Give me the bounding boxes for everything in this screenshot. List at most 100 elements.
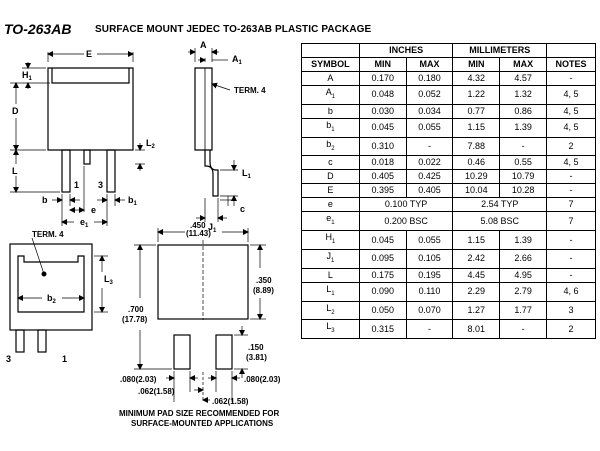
header-notes: NOTES [546, 57, 596, 72]
symbol-letter: D [327, 171, 334, 182]
label-term4-side: TERM. 4 [234, 86, 266, 95]
symbol-letter: A [327, 73, 334, 83]
cell-in-min: 0.175 [358, 267, 407, 283]
cell-symbol: J1 [301, 248, 360, 269]
pad-lead-left [173, 334, 191, 370]
header-mm-max: MAX [499, 57, 548, 72]
label-b2: b2 [47, 293, 57, 305]
symbol-letter: e [326, 213, 332, 224]
top-view-lead-3 [106, 149, 116, 193]
symbol-subscript: 2 [331, 309, 335, 316]
cell-in-max: 0.405 [405, 183, 454, 199]
cell-mm-min: 1.15 [452, 117, 501, 138]
cell-in-max: 0.110 [405, 281, 454, 302]
symbol-letter: A [325, 87, 332, 97]
back-view-lead-left [15, 329, 25, 353]
symbol-subscript: 1 [330, 257, 335, 264]
symbol-subscript: 1 [331, 93, 336, 100]
label-lead-3: 3 [98, 180, 103, 190]
cell-in-min: 0.395 [358, 183, 407, 199]
label-J1: J1 [208, 222, 217, 234]
cell-mm-max: 1.32 [499, 85, 548, 105]
cell-notes: - [546, 248, 596, 269]
cell-symbol: e [301, 197, 360, 213]
label-c: c [240, 204, 245, 214]
cell-mm-min: 1.22 [452, 85, 501, 105]
cell-mm-max: 1.39 [499, 117, 548, 138]
cell-in-max: 0.022 [405, 155, 454, 171]
top-view-lead-1 [61, 149, 71, 193]
cell-in-max: 0.055 [405, 117, 454, 138]
cell-mm-max: - [499, 136, 548, 157]
symbol-subscript: 2 [331, 145, 335, 152]
cell-millimeters: 5.08 BSC [452, 211, 548, 232]
label-D: D [12, 106, 19, 116]
top-view-tab [51, 68, 130, 84]
cell-in-max: 0.070 [405, 300, 454, 321]
cell-mm-min: 1.27 [452, 300, 501, 321]
label-lead-3-back: 3 [6, 354, 11, 364]
cell-mm-min: 7.88 [452, 136, 501, 157]
back-view-terminal-dot [41, 271, 47, 277]
cell-mm-max: 10.28 [499, 183, 548, 199]
cell-in-max: 0.105 [405, 248, 454, 269]
cell-in-min: 0.045 [358, 230, 407, 250]
top-view [10, 51, 145, 226]
cell-in-max: 0.052 [405, 85, 454, 105]
cell-notes: - [546, 230, 596, 250]
cell-mm-min: 2.42 [452, 248, 501, 269]
header-symbol: SYMBOL [301, 57, 360, 72]
cell-in-max: 0.425 [405, 169, 454, 185]
top-view-lead-2 [83, 149, 91, 165]
side-view-body [194, 67, 213, 151]
cell-mm-max: 10.79 [499, 169, 548, 185]
cell-mm-max: 1.39 [499, 230, 548, 250]
cell-symbol: D [301, 169, 360, 185]
header-blank [301, 43, 360, 58]
cell-mm-min: 4.45 [452, 267, 501, 283]
back-view-body [9, 243, 93, 331]
side-view-lead [204, 150, 219, 197]
cell-in-min: 0.310 [358, 136, 407, 157]
cell-mm-max: 0.86 [499, 103, 548, 119]
side-view-labels: A A1 TERM. 4 L1 c J1 [200, 40, 266, 234]
cell-notes: 4, 5 [546, 85, 596, 105]
cell-mm-min: 10.29 [452, 169, 501, 185]
cell-symbol: A [301, 71, 360, 86]
top-view-labels: E H1 D L L2 1 3 b b1 e e1 [12, 49, 156, 229]
side-view [188, 48, 238, 222]
pad-total-in: .700 [128, 305, 144, 314]
cell-notes: 3 [546, 300, 596, 321]
symbol-letter: b [326, 138, 332, 149]
cell-mm-max: 0.55 [499, 155, 548, 171]
label-term4-back: TERM. 4 [32, 230, 64, 239]
cell-symbol: E [301, 183, 360, 199]
cell-symbol: b1 [301, 117, 360, 138]
cell-notes: 4, 5 [546, 103, 596, 119]
cell-in-min: 0.030 [358, 103, 407, 119]
header-millimeters: MILLIMETERS [452, 43, 548, 58]
cell-inches: 0.200 BSC [358, 211, 454, 232]
label-A: A [200, 40, 207, 50]
pad-width-mm: (11.43) [186, 229, 211, 238]
symbol-letter: b [327, 105, 333, 116]
cell-mm-max: 4.57 [499, 71, 548, 86]
dimensions-table: INCHES MILLIMETERS SYMBOL MIN MAX MIN MA… [301, 43, 596, 340]
symbol-subscript: 1 [331, 220, 335, 227]
cell-symbol: A1 [301, 85, 360, 105]
pad-height-in: .350 [256, 276, 272, 285]
cell-notes: 7 [546, 211, 596, 232]
cell-notes: 4, 5 [546, 117, 596, 138]
cell-mm-min: 1.15 [452, 230, 501, 250]
cell-in-min: 0.315 [358, 319, 407, 340]
pad-left-width: .080(2.03) [120, 375, 157, 384]
cell-symbol: b2 [301, 136, 360, 157]
